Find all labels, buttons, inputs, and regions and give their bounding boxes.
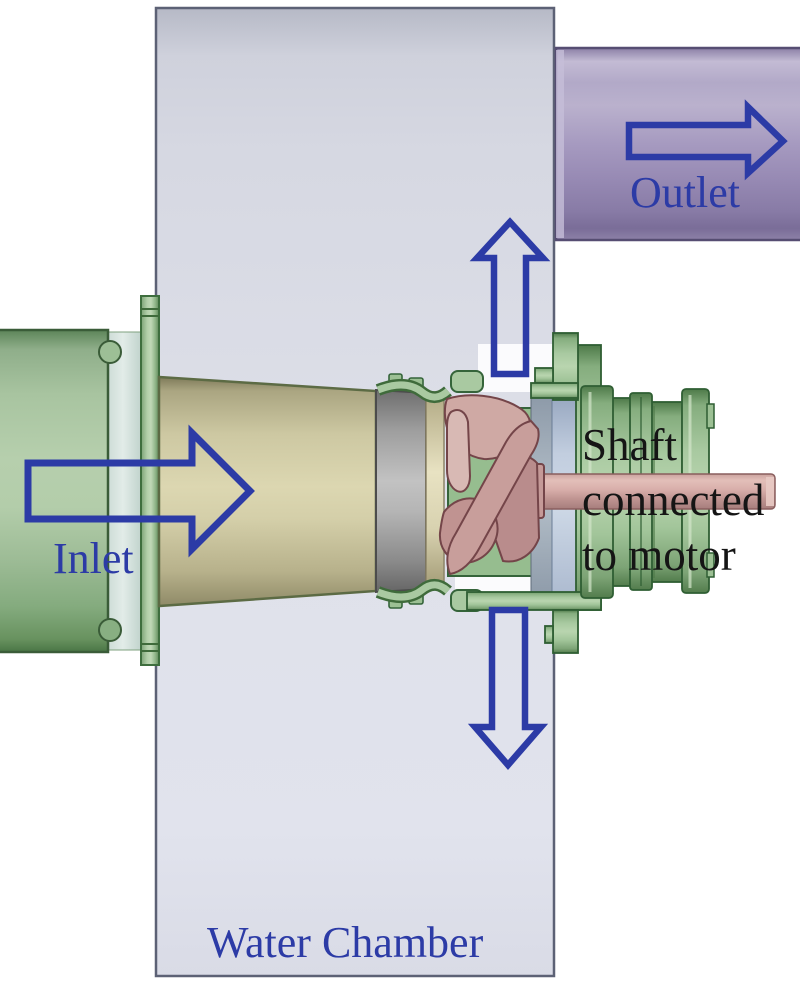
- outlet-flow-arrow: [625, 99, 788, 181]
- inlet-pipe: [0, 328, 122, 654]
- inlet-label: Inlet: [53, 534, 134, 583]
- inlet-flange: [140, 295, 160, 666]
- water-chamber-label: Water Chamber: [207, 918, 484, 967]
- inlet-cone-duct: [157, 375, 378, 608]
- inlet-flow-arrow: [24, 424, 255, 558]
- shaft-label: Shaft connected to motor: [582, 420, 765, 580]
- impeller: [438, 394, 545, 576]
- downward-flow-arrow: [467, 606, 549, 770]
- upward-flow-arrow: [469, 217, 551, 378]
- duct-spacer-ring: [425, 395, 445, 587]
- outlet-pipe: [554, 46, 800, 242]
- bell-mouth: [375, 370, 484, 612]
- outlet-label: Outlet: [630, 168, 740, 217]
- duct-gray-ring: [375, 388, 427, 594]
- inlet-transition-band: [103, 331, 143, 651]
